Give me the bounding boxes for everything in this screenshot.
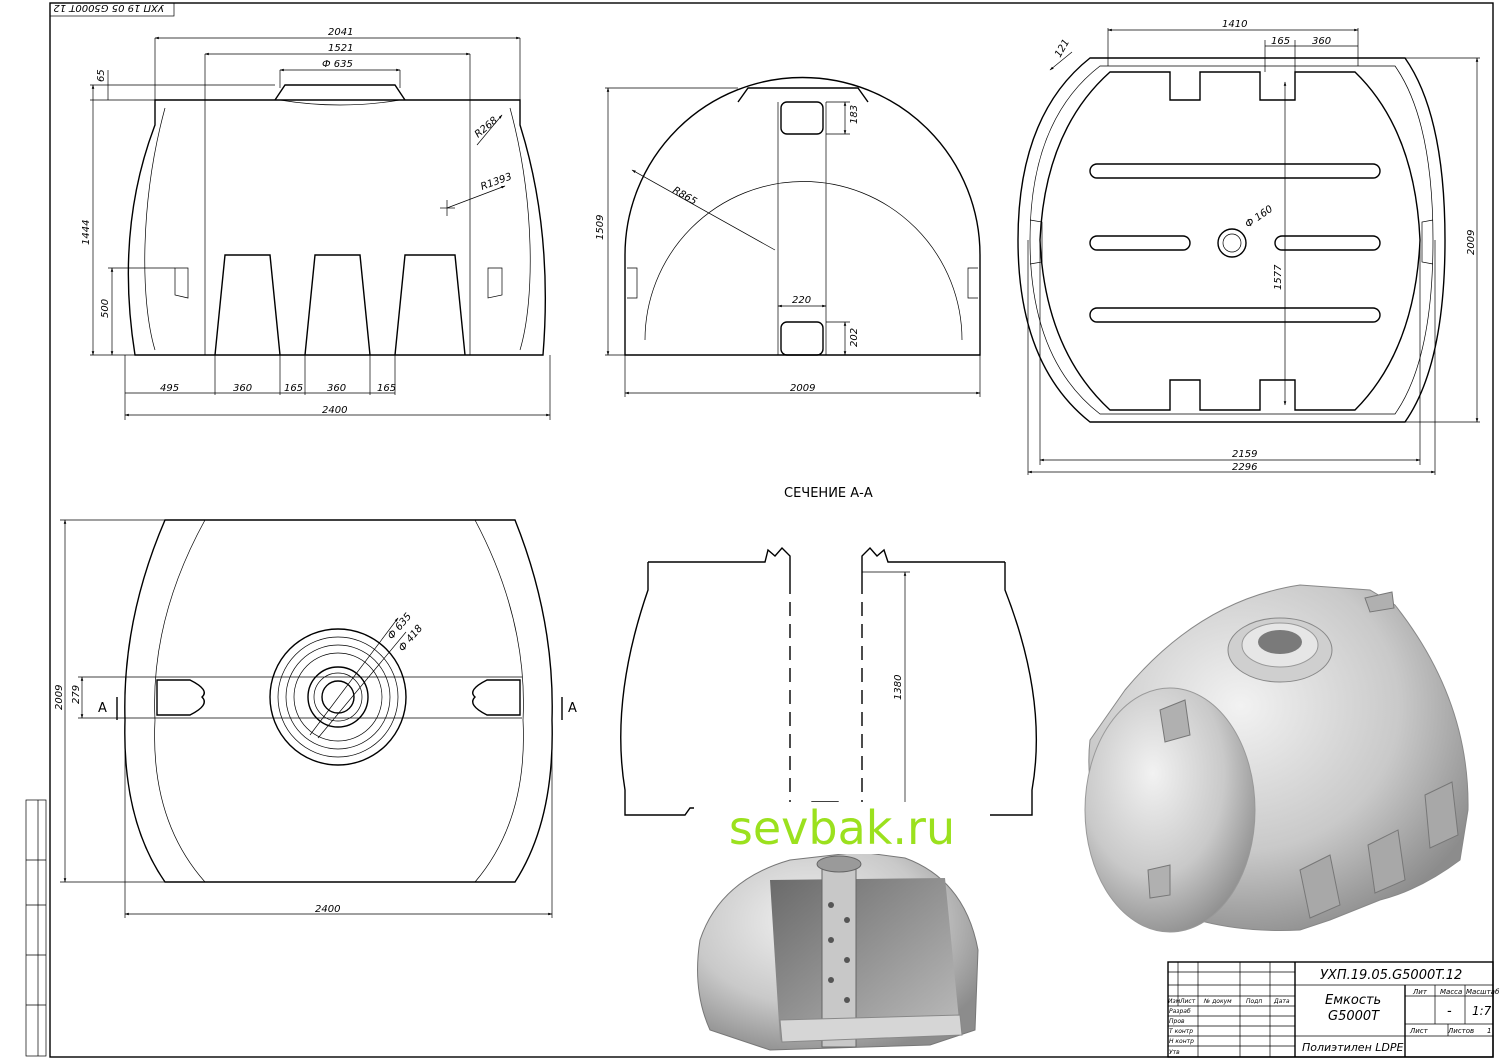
title-code: УХП.19.05.G5000T.12 (1320, 968, 1462, 983)
dim-1577: 1577 (1273, 264, 1284, 290)
dim-165b: 165 (377, 383, 396, 394)
title-lit: Лит (1412, 988, 1428, 996)
dim-360-bottom: 360 (1312, 36, 1331, 47)
dim-121: 121 (1053, 37, 1072, 59)
dim-220: 220 (792, 295, 811, 306)
title-material: Полиэтилен LDPE (1302, 1041, 1403, 1054)
dim-2159: 2159 (1232, 449, 1257, 460)
iso-render (1084, 584, 1469, 933)
section-title: СЕЧЕНИЕ А-А (784, 486, 873, 501)
top-view: Ф 635 Ф 418 2009 279 2400 A A (54, 519, 577, 918)
title-row-date: Дата (1273, 998, 1290, 1005)
dim-2296: 2296 (1232, 462, 1257, 473)
dim-2400-front: 2400 (322, 405, 347, 416)
side-view: 1509 R865 183 220 202 2009 (595, 76, 981, 397)
dim-r865: R865 (671, 185, 699, 208)
dim-183: 183 (849, 105, 860, 124)
title-role-prov: Пров (1169, 1018, 1185, 1025)
dim-495: 495 (160, 383, 179, 394)
dim-160: Ф 160 (1243, 204, 1275, 231)
title-list: Лист (1409, 1027, 1429, 1035)
front-view: 2041 1521 Ф 635 65 1444 500 R268 R1393 4… (81, 27, 551, 420)
watermark: sevbak.ru (694, 802, 990, 854)
title-listov: Листов (1447, 1027, 1474, 1035)
title-listov-value: 1 (1487, 1027, 1491, 1035)
dim-65: 65 (96, 69, 107, 82)
title-row-podp: Подп (1246, 998, 1262, 1005)
title-row-doc: № докум (1203, 998, 1232, 1005)
dim-2009-bottom: 2009 (1466, 230, 1477, 255)
title-role-tkontr: Т контр (1169, 1028, 1193, 1035)
title-block: УХП.19.05.G5000T.12 Емкость G5000T Полиэ… (1167, 961, 1500, 1058)
dim-2400-top: 2400 (315, 904, 340, 915)
dim-1444: 1444 (81, 220, 92, 245)
dim-279: 279 (71, 685, 82, 704)
section-mark-a-right: A (568, 701, 577, 716)
cutaway-render (697, 851, 979, 1051)
stamp-text: УХП 19 05 G5000T 12 (53, 2, 164, 13)
dim-1410: 1410 (1222, 19, 1247, 30)
dim-360a: 360 (233, 383, 252, 394)
title-name-1: Емкость (1325, 993, 1381, 1008)
dim-r268: R268 (473, 115, 500, 140)
section-mark-a-left: A (98, 701, 107, 716)
dim-2041: 2041 (328, 27, 353, 38)
sheet-frame (25, 2, 1494, 1058)
title-row-izm: Изм (1168, 998, 1181, 1005)
title-role-utv: Утв (1169, 1049, 1180, 1056)
title-role-nkontr: Н контр (1169, 1038, 1194, 1045)
dim-1380: 1380 (893, 675, 904, 700)
dim-360b: 360 (327, 383, 346, 394)
title-row-list: Лист (1179, 998, 1196, 1005)
title-mass-value: - (1447, 1004, 1452, 1019)
bottom-view: 1410 121 165 360 Ф 160 1577 2009 2159 22… (1017, 19, 1480, 475)
dim-202: 202 (849, 328, 860, 347)
dim-2009-side: 2009 (790, 383, 815, 394)
title-masshtab: Масштаб (1466, 988, 1500, 996)
dim-2009-top: 2009 (54, 685, 65, 710)
dim-500: 500 (100, 299, 111, 318)
dim-165-bottom: 165 (1271, 36, 1290, 47)
top-stamp: УХП 19 05 G5000T 12 (49, 2, 175, 17)
dim-635: Ф 635 (322, 59, 353, 70)
dim-1509: 1509 (595, 215, 606, 240)
title-scale-value: 1:7 (1472, 1004, 1492, 1018)
section-view: СЕЧЕНИЕ А-А 1380 (620, 486, 1038, 816)
dim-165a: 165 (284, 383, 303, 394)
title-name-2: G5000T (1328, 1009, 1380, 1024)
title-massa: Масса (1440, 988, 1462, 996)
title-role-razrab: Разраб (1169, 1008, 1191, 1015)
dim-1521: 1521 (328, 43, 353, 54)
